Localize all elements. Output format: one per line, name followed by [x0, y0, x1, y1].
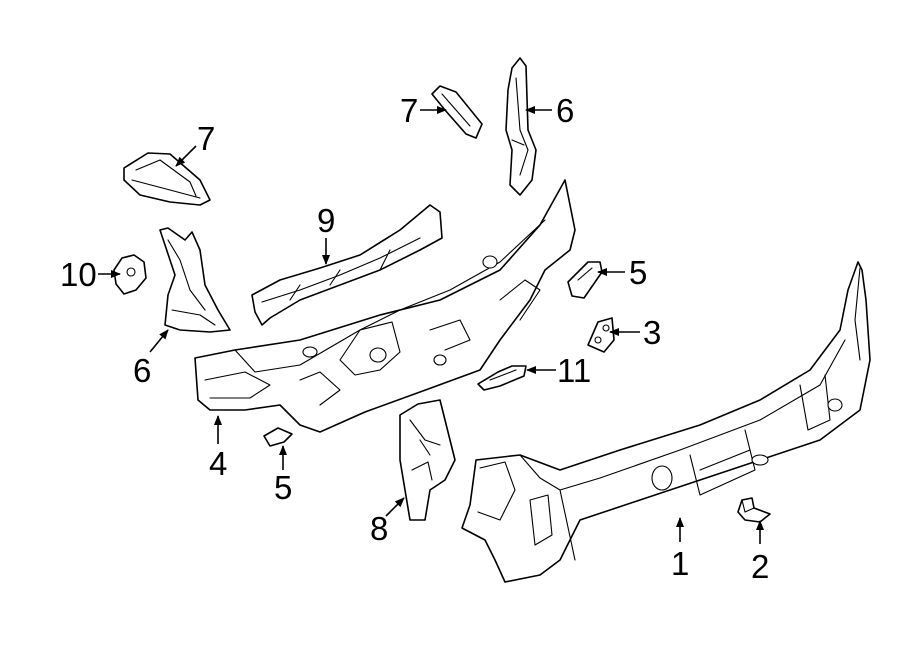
bracket-5-upper — [567, 261, 603, 299]
rear-body-panel — [461, 261, 871, 583]
callout-3: 3 — [643, 314, 661, 351]
clip-10 — [113, 254, 147, 295]
pad-7-upper — [431, 85, 483, 139]
callout-6b: 6 — [133, 352, 151, 389]
bracket-8 — [399, 399, 456, 521]
bracket-11 — [477, 365, 527, 391]
callout-2: 2 — [751, 548, 769, 585]
callout-7a: 7 — [197, 120, 215, 157]
bracket-5-lower — [263, 427, 293, 447]
bracket-3 — [587, 317, 615, 353]
callout-10: 10 — [60, 256, 97, 293]
leader-6b — [149, 329, 169, 353]
callout-4: 4 — [209, 445, 227, 482]
pad-7-left — [123, 152, 211, 206]
callout-11: 11 — [557, 352, 591, 389]
callout-9: 9 — [317, 202, 335, 239]
callout-6a: 6 — [556, 92, 574, 129]
reinforcement-6-left — [159, 227, 231, 333]
leader-7a — [175, 145, 197, 167]
callout-5b: 5 — [274, 469, 292, 506]
crossmember-9 — [251, 204, 443, 326]
callout-1: 1 — [671, 545, 689, 582]
leader-8 — [385, 497, 405, 517]
callout-5a: 5 — [629, 254, 647, 291]
small-bracket-2 — [737, 497, 771, 523]
callout-8: 8 — [370, 510, 388, 547]
callout-7b: 7 — [400, 92, 418, 129]
reinforcement-6-upper — [505, 57, 537, 196]
rear-panel-4 — [194, 179, 576, 433]
